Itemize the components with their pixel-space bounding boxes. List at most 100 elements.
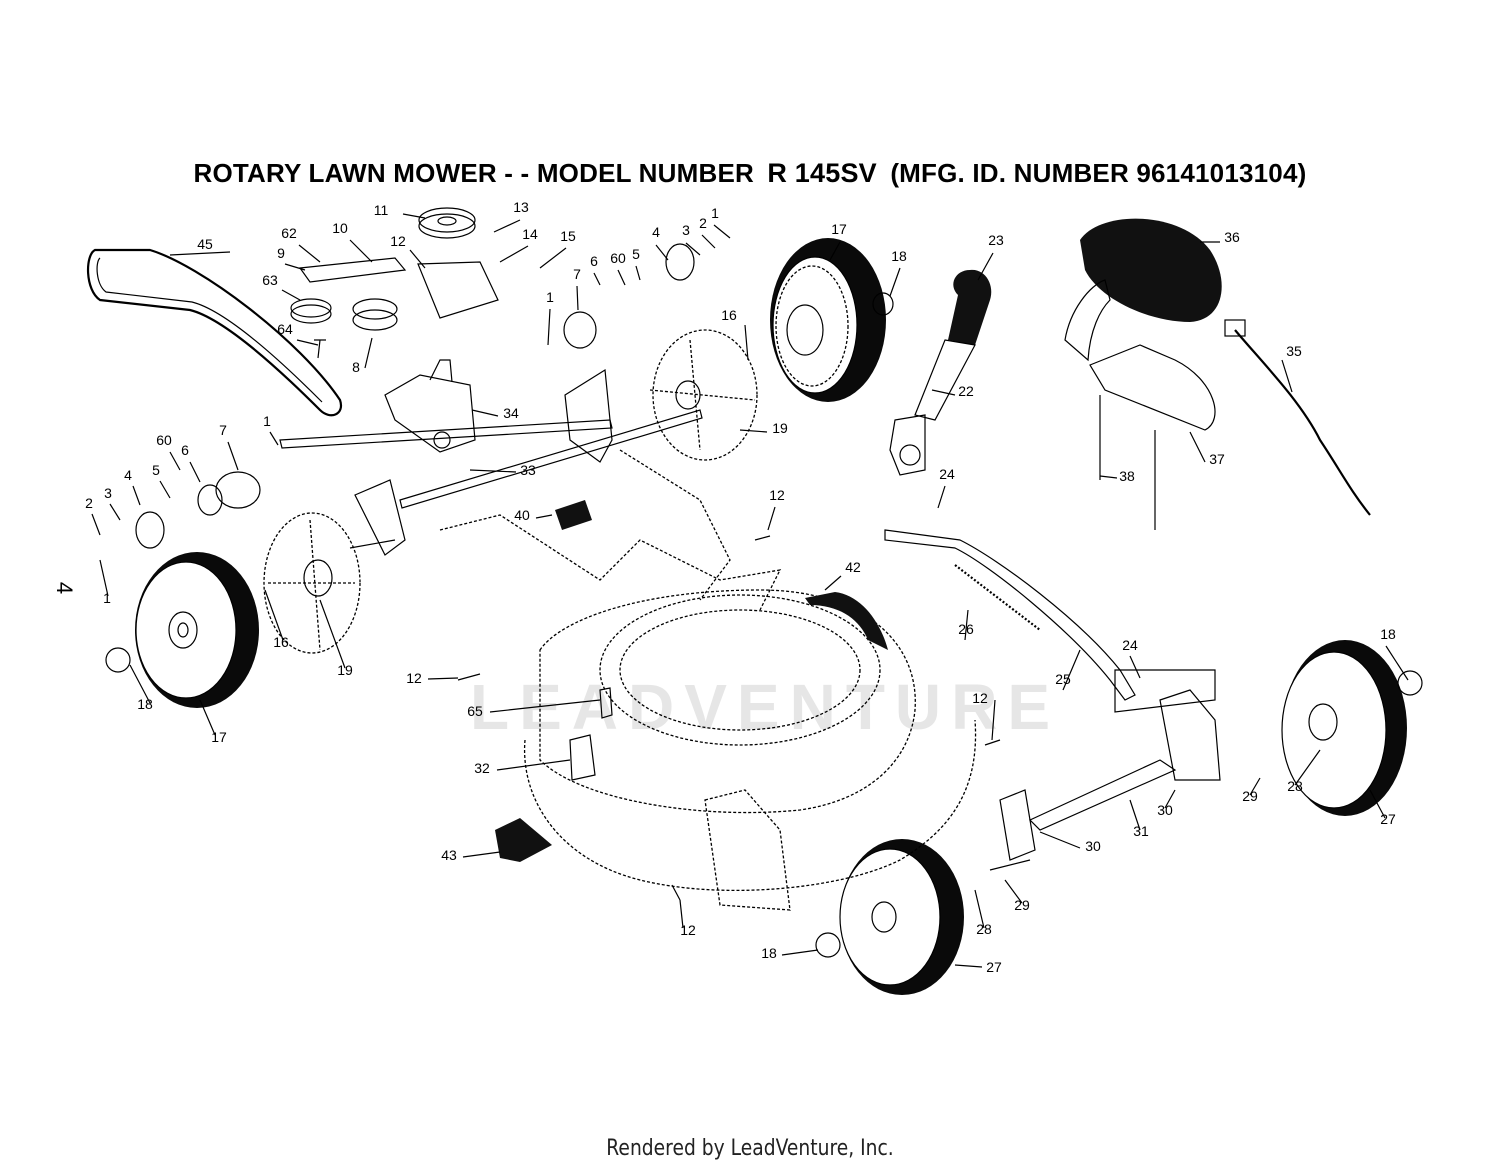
callout-1[interactable]: 1 (711, 205, 719, 221)
callout-9[interactable]: 9 (277, 245, 285, 261)
callout-19[interactable]: 19 (337, 662, 353, 678)
callout-17[interactable]: 17 (211, 729, 227, 745)
callout-5[interactable]: 5 (632, 246, 640, 262)
callout-24[interactable]: 24 (1122, 637, 1138, 653)
callout-18[interactable]: 18 (137, 696, 153, 712)
callout-27[interactable]: 27 (986, 959, 1002, 975)
callout-32[interactable]: 32 (474, 760, 490, 776)
callout-13[interactable]: 13 (513, 199, 529, 215)
wheel-cover-right[interactable] (649, 329, 758, 461)
callout-27[interactable]: 27 (1380, 811, 1396, 827)
callout-33[interactable]: 33 (520, 462, 536, 478)
callout-26[interactable]: 26 (958, 621, 974, 637)
callout-12[interactable]: 12 (680, 922, 696, 938)
wheel-nut-18[interactable] (105, 292, 1423, 958)
callout-64[interactable]: 64 (277, 321, 293, 337)
decals[interactable] (495, 500, 888, 862)
callout-7[interactable]: 7 (573, 266, 581, 282)
callout-23[interactable]: 23 (988, 232, 1004, 248)
axle-shaft[interactable] (279, 368, 703, 556)
callout-38[interactable]: 38 (1119, 468, 1135, 484)
callout-28[interactable]: 28 (1287, 778, 1303, 794)
callout-28[interactable]: 28 (976, 921, 992, 937)
diagram-title: ROTARY LAWN MOWER - - MODEL NUMBER R 145… (0, 158, 1500, 189)
callout-40[interactable]: 40 (514, 507, 530, 523)
pulley-assembly[interactable] (290, 207, 499, 359)
callout-29[interactable]: 29 (1242, 788, 1258, 804)
callout-18[interactable]: 18 (1380, 626, 1396, 642)
height-adjust-lever[interactable] (889, 269, 992, 476)
callout-62[interactable]: 62 (281, 225, 297, 241)
callout-22[interactable]: 22 (958, 383, 974, 399)
callout-36[interactable]: 36 (1224, 229, 1240, 245)
control-cable[interactable] (1224, 319, 1371, 516)
callout-3[interactable]: 3 (682, 222, 690, 238)
rear-wheel-right[interactable] (770, 238, 886, 402)
mower-deck[interactable] (439, 449, 977, 911)
callout-34[interactable]: 34 (503, 405, 519, 421)
callout-60[interactable]: 60 (156, 432, 172, 448)
callout-5[interactable]: 5 (152, 462, 160, 478)
callout-10[interactable]: 10 (332, 220, 348, 236)
callout-1[interactable]: 1 (546, 289, 554, 305)
callout-37[interactable]: 37 (1209, 451, 1225, 467)
callout-12[interactable]: 12 (390, 233, 406, 249)
callout-18[interactable]: 18 (891, 248, 907, 264)
callout-60[interactable]: 60 (610, 250, 626, 266)
callout-12[interactable]: 12 (406, 670, 422, 686)
callout-16[interactable]: 16 (721, 307, 737, 323)
wheel-cover-left[interactable] (263, 512, 361, 654)
deck-fittings[interactable] (569, 687, 613, 781)
callout-29[interactable]: 29 (1014, 897, 1030, 913)
callout-65[interactable]: 65 (467, 703, 483, 719)
callout-63[interactable]: 63 (262, 272, 278, 288)
callout-16[interactable]: 16 (273, 634, 289, 650)
callout-2[interactable]: 2 (699, 215, 707, 231)
drive-belt[interactable] (86, 248, 343, 417)
front-axle[interactable] (989, 669, 1221, 871)
callout-4[interactable]: 4 (124, 467, 132, 483)
callout-1[interactable]: 1 (103, 590, 111, 606)
rear-wheel-left[interactable] (135, 552, 259, 708)
callout-6[interactable]: 6 (590, 253, 598, 269)
callout-30[interactable]: 30 (1157, 802, 1173, 818)
callout-45[interactable]: 45 (197, 236, 213, 252)
callout-15[interactable]: 15 (560, 228, 576, 244)
callout-6[interactable]: 6 (181, 442, 189, 458)
title-prefix: ROTARY LAWN MOWER - - MODEL NUMBER (193, 158, 754, 188)
title-suffix: (MFG. ID. NUMBER 96141013104) (890, 158, 1307, 188)
front-wheel-left[interactable] (839, 839, 964, 995)
model-number: R 145SV (767, 158, 877, 188)
callout-14[interactable]: 14 (522, 226, 538, 242)
front-wheel-right[interactable] (1281, 640, 1407, 816)
callout-25[interactable]: 25 (1055, 671, 1071, 687)
watermark-text: LEADVENTURE (470, 671, 1061, 743)
callout-35[interactable]: 35 (1286, 343, 1302, 359)
callout-2[interactable]: 2 (85, 495, 93, 511)
callout-31[interactable]: 31 (1133, 823, 1149, 839)
callout-12[interactable]: 12 (769, 487, 785, 503)
callout-12[interactable]: 12 (972, 690, 988, 706)
callout-7[interactable]: 7 (219, 422, 227, 438)
callout-30[interactable]: 30 (1085, 838, 1101, 854)
gearbox[interactable] (384, 359, 476, 453)
callout-8[interactable]: 8 (352, 359, 360, 375)
callout-42[interactable]: 42 (845, 559, 861, 575)
callout-leader-lines (91, 213, 1409, 968)
drive-gear-sets[interactable] (135, 243, 695, 549)
bolts-12[interactable] (457, 535, 1001, 901)
height-adjust-handle[interactable] (884, 529, 1136, 701)
callout-3[interactable]: 3 (104, 485, 112, 501)
callout-1[interactable]: 1 (263, 413, 271, 429)
callout-18[interactable]: 18 (761, 945, 777, 961)
callout-4[interactable]: 4 (652, 224, 660, 240)
callout-43[interactable]: 43 (441, 847, 457, 863)
callout-19[interactable]: 19 (772, 420, 788, 436)
rear-flap-bag[interactable] (1064, 218, 1222, 530)
callout-24[interactable]: 24 (939, 466, 955, 482)
callout-17[interactable]: 17 (831, 221, 847, 237)
callout-11[interactable]: 11 (374, 202, 389, 218)
